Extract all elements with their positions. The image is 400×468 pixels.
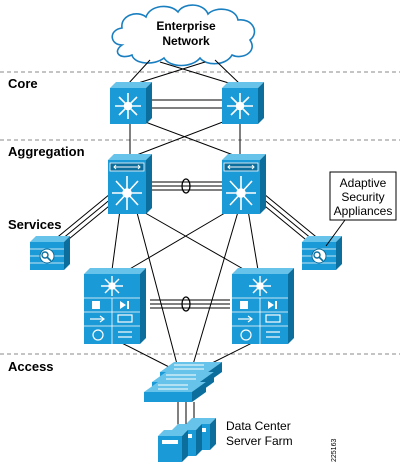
firewall-icon — [302, 236, 342, 270]
server-farm-label-line1: Data Center — [226, 419, 291, 433]
cloud-icon: Enterprise Network — [111, 4, 256, 67]
service-switch-icon — [232, 268, 294, 344]
service-switch-right — [232, 268, 294, 344]
layer-label-access: Access — [8, 359, 54, 374]
aggregation-switch-icon — [222, 154, 266, 214]
layer-label-core: Core — [8, 76, 38, 91]
service-switch-icon — [84, 268, 146, 344]
aggregation-switch-right — [222, 154, 266, 214]
firewall-right — [302, 236, 342, 270]
aggregation-switch-icon — [108, 154, 152, 214]
access-switch-stack — [144, 362, 222, 402]
cloud-label-line2: Network — [162, 34, 210, 48]
channel-marker-services — [181, 296, 191, 312]
core-switch-icon — [222, 82, 264, 124]
core-switch-icon — [110, 82, 152, 124]
access-switch-icon — [144, 382, 206, 402]
server-farm-label-line2: Server Farm — [226, 434, 293, 448]
firewall-left — [30, 236, 70, 270]
figure-id: 225163 — [331, 439, 338, 462]
core-switch-left — [110, 82, 152, 124]
network-links — [53, 59, 321, 430]
aggregation-switch-left — [108, 154, 152, 214]
layer-label-aggregation: Aggregation — [8, 144, 85, 159]
callout-line2: Security — [341, 190, 384, 204]
callout-line1: Adaptive — [340, 176, 387, 190]
server-farm — [158, 418, 216, 462]
layer-dividers — [0, 71, 400, 355]
core-switch-right — [222, 82, 264, 124]
service-switch-left — [84, 268, 146, 344]
callout-line3: Appliances — [334, 204, 393, 218]
channel-marker-aggregation — [181, 178, 191, 194]
server-icon — [158, 430, 188, 462]
callout-adaptive-security-appliances: Adaptive Security Appliances — [325, 171, 397, 247]
channel-markers — [181, 178, 191, 312]
layer-label-services: Services — [8, 217, 62, 232]
firewall-icon — [30, 236, 70, 270]
cloud-label-line1: Enterprise — [156, 19, 216, 33]
